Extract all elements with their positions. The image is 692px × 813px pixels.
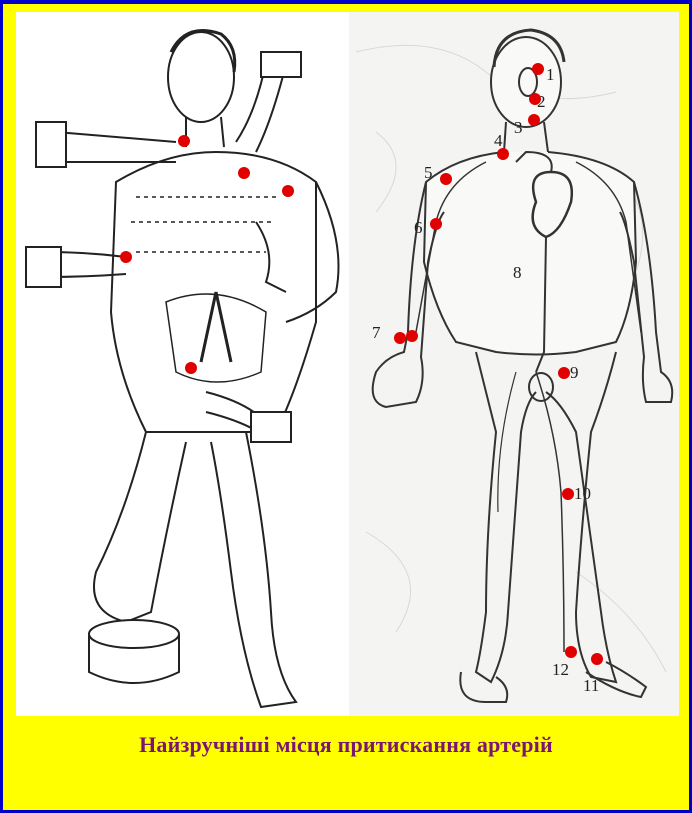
- pressure-point: [430, 218, 442, 230]
- left-head: [168, 32, 234, 122]
- pressure-point: [558, 367, 570, 379]
- pressure-point: [185, 362, 197, 374]
- point-label: 12: [552, 660, 569, 679]
- pressure-point: [528, 114, 540, 126]
- point-label: 11: [583, 676, 599, 695]
- point-label: 7: [372, 323, 381, 342]
- point-label: 8: [513, 263, 522, 282]
- pressure-point: [497, 148, 509, 160]
- pressure-point: [178, 135, 190, 147]
- point-label: 6: [414, 218, 423, 237]
- point-label: 9: [570, 363, 579, 382]
- caption: Найзручніші місця притискання артерій: [3, 732, 689, 758]
- pressure-point: [529, 93, 541, 105]
- point-label: 5: [424, 163, 433, 182]
- pressure-point: [394, 332, 406, 344]
- pressure-point: [440, 173, 452, 185]
- pressure-point: [238, 167, 250, 179]
- pressure-point: [120, 251, 132, 263]
- pressure-point: [532, 63, 544, 75]
- point-label: 10: [574, 484, 591, 503]
- illustration: 1 2 3 4 5 6 7 8 9 10 11 12: [16, 12, 679, 716]
- pressure-point: [562, 488, 574, 500]
- point-label: 1: [546, 65, 555, 84]
- left-figure: [26, 31, 339, 707]
- point-label: 3: [514, 118, 523, 137]
- pressure-point: [282, 185, 294, 197]
- point-label: 4: [494, 131, 503, 150]
- pressure-point: [406, 330, 418, 342]
- pressure-point: [565, 646, 577, 658]
- pressure-point: [591, 653, 603, 665]
